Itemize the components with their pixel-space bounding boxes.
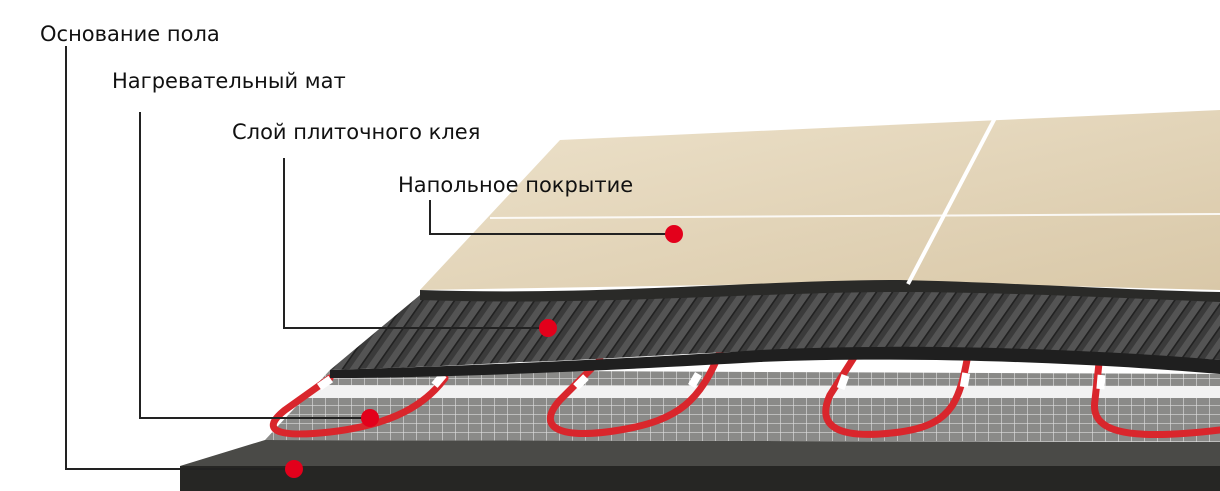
marker-floor-covering bbox=[665, 225, 683, 243]
label-tile-adhesive: Слой плиточного клея bbox=[232, 122, 480, 143]
floor-covering-layer bbox=[420, 110, 1220, 302]
label-floor-covering: Напольное покрытие bbox=[398, 175, 633, 196]
floor-base-layer bbox=[180, 440, 1220, 491]
marker-tile-adhesive bbox=[539, 319, 557, 337]
leader-floor-base bbox=[66, 46, 294, 469]
label-floor-base: Основание пола bbox=[40, 24, 220, 45]
marker-floor-base bbox=[285, 460, 303, 478]
label-heating-mat: Нагревательный мат bbox=[112, 71, 346, 92]
marker-heating-mat bbox=[361, 409, 379, 427]
